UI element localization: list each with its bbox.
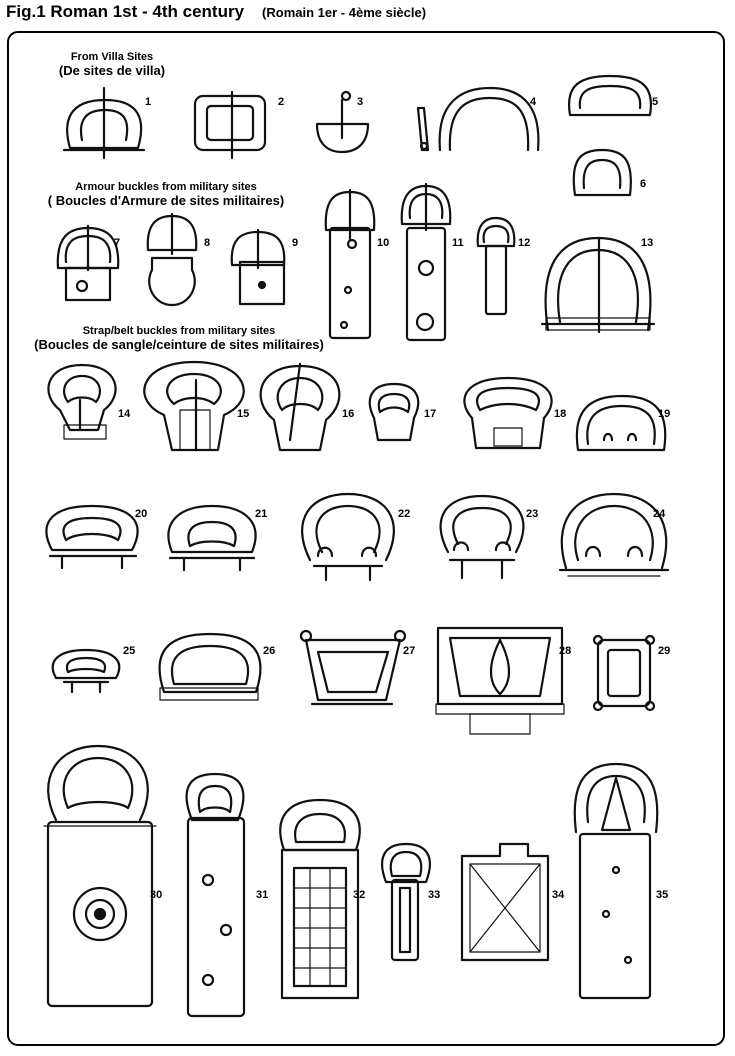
buckle-21-drawing bbox=[167, 504, 257, 572]
buckle-18-drawing bbox=[463, 376, 553, 450]
item-number-25: 25 bbox=[123, 645, 136, 657]
item-number-7: 7 bbox=[114, 237, 121, 249]
buckle-4-drawing bbox=[416, 86, 540, 152]
item-number-33: 33 bbox=[428, 889, 441, 901]
section-villa-fr: (De sites de villa) bbox=[58, 63, 166, 78]
item-number-3: 3 bbox=[357, 96, 364, 108]
item-number-34: 34 bbox=[552, 889, 565, 901]
buckle-24-drawing bbox=[558, 492, 670, 577]
buckle-16-drawing bbox=[259, 362, 341, 452]
item-number-35: 35 bbox=[656, 889, 669, 901]
item-number-17: 17 bbox=[424, 408, 437, 420]
item-number-23: 23 bbox=[526, 508, 539, 520]
item-number-2: 2 bbox=[278, 96, 285, 108]
buckle-11-drawing bbox=[400, 182, 452, 342]
buckle-8-drawing bbox=[146, 212, 198, 307]
item-number-9: 9 bbox=[292, 237, 299, 249]
buckle-5-drawing bbox=[567, 74, 653, 117]
figure-subtitle: (Romain 1er - 4ème siècle) bbox=[262, 5, 427, 20]
buckle-26-drawing bbox=[158, 632, 262, 701]
buckle-22-drawing bbox=[301, 492, 395, 582]
buckle-32-drawing bbox=[279, 798, 361, 1000]
buckle-3-drawing bbox=[315, 90, 370, 154]
item-number-32: 32 bbox=[353, 889, 366, 901]
item-number-24: 24 bbox=[653, 508, 666, 520]
item-number-28: 28 bbox=[559, 645, 572, 657]
item-number-20: 20 bbox=[135, 508, 148, 520]
section-armour: Armour buckles from military sites ( Bou… bbox=[22, 181, 310, 208]
figure-title-text: Fig.1 Roman 1st - 4th century bbox=[6, 2, 245, 21]
section-villa: From Villa Sites (De sites de villa) bbox=[22, 51, 202, 78]
buckle-6-drawing bbox=[572, 148, 632, 197]
buckle-27-drawing bbox=[299, 629, 407, 706]
buckle-33-drawing bbox=[380, 842, 432, 962]
section-villa-en: From Villa Sites bbox=[70, 51, 154, 63]
item-number-21: 21 bbox=[255, 508, 268, 520]
item-number-31: 31 bbox=[256, 889, 269, 901]
figure-title: Fig.1 Roman 1st - 4th century (Romain 1er… bbox=[6, 2, 426, 22]
section-strap-en: Strap/belt buckles from military sites bbox=[82, 325, 276, 337]
buckle-1-drawing bbox=[62, 86, 146, 160]
item-number-8: 8 bbox=[204, 237, 211, 249]
buckle-23-drawing bbox=[439, 494, 525, 580]
buckle-28-drawing bbox=[435, 626, 565, 735]
section-strap-fr: (Boucles de sangle/ceinture de sites mil… bbox=[34, 337, 324, 352]
item-number-10: 10 bbox=[377, 237, 390, 249]
buckle-14-drawing bbox=[47, 363, 117, 440]
item-number-6: 6 bbox=[640, 178, 647, 190]
item-number-15: 15 bbox=[237, 408, 250, 420]
item-number-26: 26 bbox=[263, 645, 276, 657]
item-number-19: 19 bbox=[658, 408, 671, 420]
buckle-10-drawing bbox=[324, 188, 376, 340]
buckle-2-drawing bbox=[193, 90, 267, 160]
item-number-13: 13 bbox=[641, 237, 654, 249]
item-number-4: 4 bbox=[530, 96, 537, 108]
buckle-31-drawing bbox=[185, 772, 246, 1018]
item-number-29: 29 bbox=[658, 645, 671, 657]
item-number-1: 1 bbox=[145, 96, 152, 108]
item-number-18: 18 bbox=[554, 408, 567, 420]
item-number-5: 5 bbox=[652, 96, 659, 108]
item-number-12: 12 bbox=[518, 237, 531, 249]
buckle-17-drawing bbox=[368, 382, 420, 442]
buckle-13-drawing bbox=[540, 236, 656, 334]
item-number-11: 11 bbox=[452, 237, 464, 249]
figure-frame bbox=[7, 31, 725, 1046]
buckle-15-drawing bbox=[143, 360, 245, 452]
buckle-35-drawing bbox=[573, 762, 659, 1000]
buckle-9-drawing bbox=[230, 228, 286, 306]
item-number-16: 16 bbox=[342, 408, 355, 420]
buckle-30-drawing bbox=[43, 744, 157, 1008]
buckle-20-drawing bbox=[45, 504, 139, 570]
buckle-29-drawing bbox=[592, 634, 656, 712]
buckle-7-drawing bbox=[56, 224, 120, 302]
section-armour-en: Armour buckles from military sites bbox=[75, 181, 257, 193]
buckle-34-drawing bbox=[460, 842, 550, 962]
buckle-19-drawing bbox=[575, 394, 667, 452]
item-number-30: 30 bbox=[150, 889, 163, 901]
section-armour-fr: ( Boucles d'Armure de sites militaires) bbox=[47, 193, 285, 208]
item-number-27: 27 bbox=[403, 645, 416, 657]
buckle-12-drawing bbox=[476, 216, 516, 316]
item-number-14: 14 bbox=[118, 408, 131, 420]
buckle-25-drawing bbox=[51, 648, 121, 694]
item-number-22: 22 bbox=[398, 508, 411, 520]
section-strap: Strap/belt buckles from military sites (… bbox=[10, 325, 348, 352]
